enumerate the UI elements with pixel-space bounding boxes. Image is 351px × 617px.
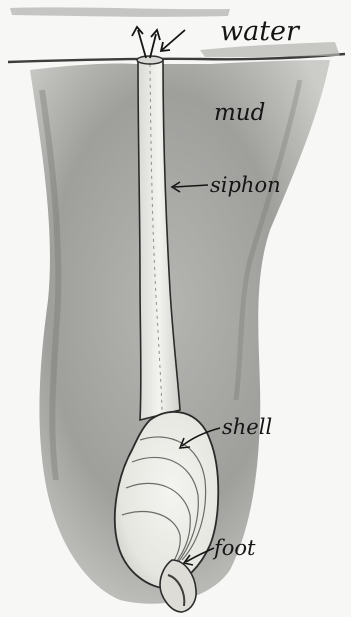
arrow-out-right: [150, 34, 156, 58]
label-water: water: [220, 16, 301, 47]
arrow-in: [162, 30, 185, 50]
label-shell: shell: [222, 415, 272, 439]
label-foot: foot: [212, 536, 256, 560]
label-mud: mud: [214, 100, 265, 126]
water-band: [10, 7, 230, 16]
label-siphon: siphon: [210, 173, 281, 197]
